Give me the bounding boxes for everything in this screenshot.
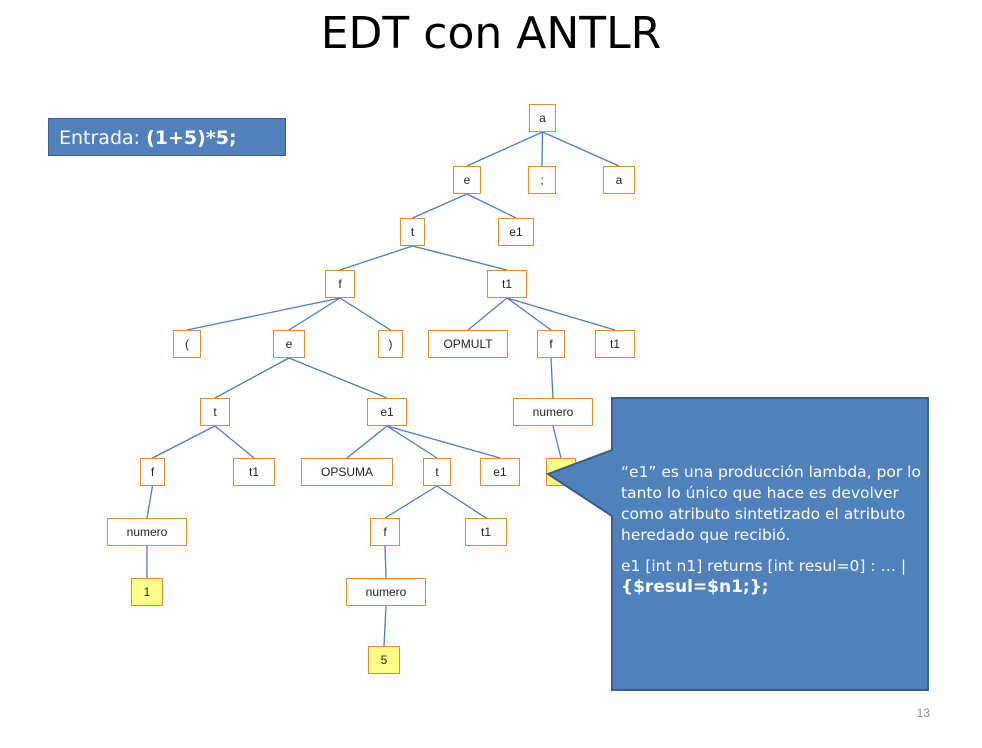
callout-note: “e1” es una producción lambda, por lo ta… <box>621 462 921 608</box>
tree-node-numero-5: numero <box>346 578 426 606</box>
tree-node-t1-top: t1 <box>487 270 527 298</box>
tree-edge-f_sum-numero_5 <box>384 545 387 579</box>
tree-edge-f_inner-numero_1 <box>146 485 154 519</box>
tree-node-t-sum: t <box>423 458 451 486</box>
tree-edge-t_inner-f_inner <box>152 425 216 459</box>
tree-node-hidden-leaf <box>546 458 576 486</box>
tree-node-f-inner: f <box>140 458 165 486</box>
tree-node-t1-mult: t1 <box>595 330 635 358</box>
tree-node-numero-mult: numero <box>513 398 593 426</box>
tree-edge-f_mult-numero_mult <box>550 357 554 399</box>
tree-edge-e_top-e1_top <box>466 193 517 219</box>
tree-node-numero-1: numero <box>107 518 187 546</box>
tree-node-rparen: ) <box>378 330 403 358</box>
tree-node-opsuma: OPSUMA <box>301 458 393 486</box>
callout-code-plain: e1 [int n1] returns [int resul=0] : … | <box>621 557 907 575</box>
input-value: (1+5)*5; <box>146 127 237 149</box>
tree-edge-a_root-e_top <box>466 131 543 167</box>
tree-edge-e1_inner-e1_sum <box>386 425 501 459</box>
page-number: 13 <box>916 706 930 720</box>
tree-node-a-root: a <box>529 104 556 132</box>
tree-edge-t_top-f_top <box>339 245 413 271</box>
tree-node-t1-sum: t1 <box>465 518 507 546</box>
tree-edge-a_root-semicolon <box>541 131 544 167</box>
tree-node-t-inner: t <box>200 398 230 426</box>
tree-node-e-inner: e <box>273 330 305 358</box>
tree-node-f-sum: f <box>370 518 400 546</box>
tree-edge-t_inner-t1_inner <box>214 425 255 459</box>
tree-edge-f_top-rparen <box>339 297 391 331</box>
tree-edge-e_inner-e1_inner <box>288 357 388 399</box>
tree-edge-numero-mult-leaf <box>552 425 562 459</box>
tree-edge-e_inner-t_inner <box>214 357 290 399</box>
tree-edge-t1_top-opmult <box>467 297 508 331</box>
tree-node-f-mult: f <box>537 330 565 358</box>
input-label: Entrada: <box>59 127 141 149</box>
tree-edge-f_top-e_inner <box>288 297 341 331</box>
tree-edge-numero_5-leaf_5 <box>383 605 387 647</box>
tree-edge-e_top-t_top <box>412 193 468 219</box>
callout-code-bold: {$resul=$n1;}; <box>621 577 769 597</box>
tree-node-leaf-5: 5 <box>368 646 400 674</box>
tree-edge-t_sum-f_sum <box>384 485 438 519</box>
tree-edge-t_top-t1_top <box>412 245 508 271</box>
tree-edge-e1_inner-t_sum <box>386 425 438 459</box>
tree-node-e1-inner: e1 <box>367 398 407 426</box>
input-box: Entrada: (1+5)*5; <box>48 118 286 156</box>
tree-edge-t1_top-f_mult <box>506 297 552 331</box>
tree-node-leaf-1: 1 <box>131 578 163 606</box>
callout-description: “e1” es una producción lambda, por lo ta… <box>621 463 921 544</box>
slide-title: EDT con ANTLR <box>320 8 662 59</box>
tree-node-opmult: OPMULT <box>428 330 508 358</box>
tree-node-t-top: t <box>400 218 425 246</box>
tree-edge-f_top-lparen <box>186 297 341 331</box>
tree-node-e1-top: e1 <box>498 218 534 246</box>
callout-code: e1 [int n1] returns [int resul=0] : … | … <box>621 556 921 598</box>
tree-node-lparen: ( <box>173 330 201 358</box>
tree-node-t1-inner: t1 <box>233 458 275 486</box>
tree-node-a-right: a <box>603 166 635 194</box>
tree-edge-a_root-a_right <box>542 131 620 167</box>
tree-node-f-top: f <box>325 270 355 298</box>
tree-edge-t1_top-t1_mult <box>506 297 616 331</box>
tree-node-semicolon: ; <box>528 166 556 194</box>
tree-edge-t_sum-t1_sum <box>436 485 487 519</box>
tree-node-e-top: e <box>453 166 481 194</box>
tree-edge-e1_inner-opsuma <box>346 425 388 459</box>
tree-node-e1-sum: e1 <box>480 458 520 486</box>
